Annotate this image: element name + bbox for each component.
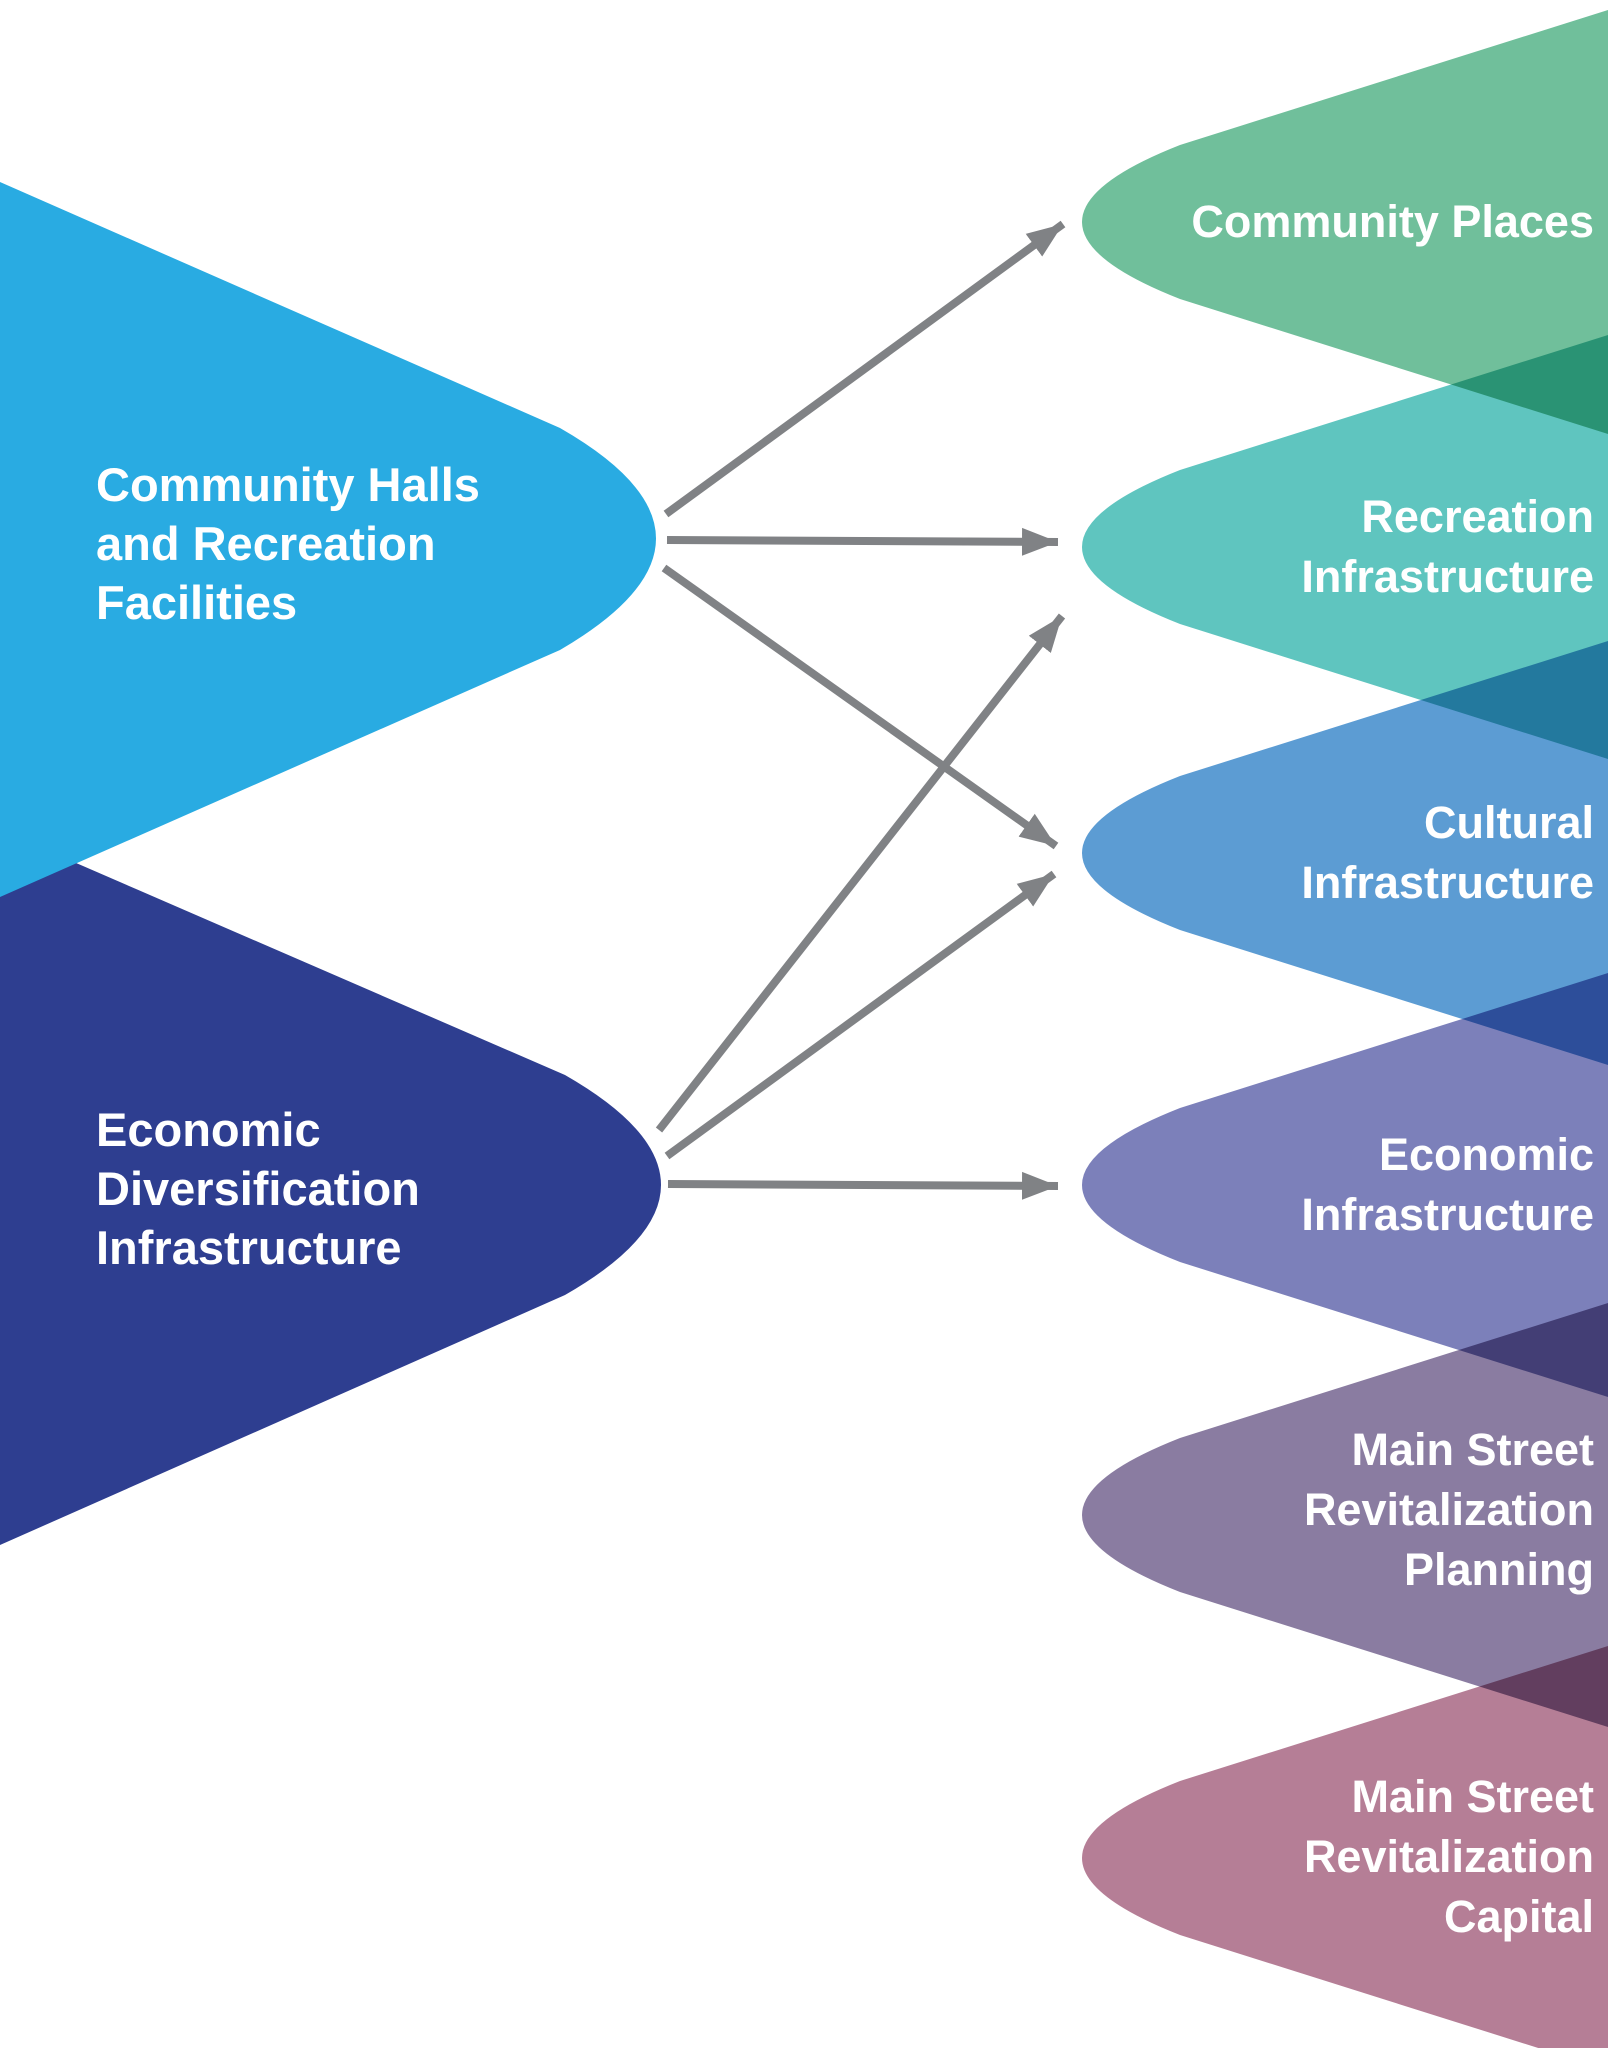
shape-community-places (1082, 10, 1608, 434)
shape-main-street-revitalization-planning (1082, 1303, 1608, 1727)
connector-arrow-6 (667, 1171, 1059, 1200)
target-label-line: Infrastructure (1301, 857, 1594, 908)
target-label-recreation-infrastructure: Recreation Infrastructure (1301, 487, 1594, 607)
target-label-line: Capital (1443, 1891, 1594, 1942)
source-label-line: Facilities (96, 576, 298, 629)
target-label-cultural-infrastructure: Cultural Infrastructure (1301, 793, 1594, 913)
shape-main-street-revitalization-capital (1082, 1646, 1608, 2048)
shape-recreation-infrastructure (1082, 335, 1608, 759)
connector-arrow-1 (663, 220, 1066, 518)
source-label-line: and Recreation (96, 517, 436, 570)
shape-cultural-infrastructure (1082, 641, 1608, 1065)
connector-arrow-2 (666, 527, 1059, 556)
source-label-economic-diversification: Economic Diversification Infrastructure (96, 1100, 420, 1277)
shape-economic-infrastructure (1082, 973, 1608, 1397)
source-label-community-halls: Community Halls and Recreation Facilitie… (96, 455, 480, 632)
shape-economic-diversification-infrastructure (0, 830, 661, 1545)
target-label-line: Main Street (1351, 1424, 1594, 1475)
target-label-line: Revitalization (1303, 1831, 1594, 1882)
target-label-main-street-planning: Main Street Revitalization Planning (1304, 1420, 1594, 1600)
source-label-line: Economic (96, 1103, 321, 1156)
target-label-line: Recreation (1361, 491, 1594, 542)
shape-community-halls-and-recreation-facilities (0, 182, 656, 897)
target-label-line: Planning (1404, 1544, 1594, 1595)
target-label-line: Main Street (1351, 1771, 1594, 1822)
source-label-line: Diversification (96, 1162, 420, 1215)
target-label-line: Revitalization (1303, 1484, 1594, 1535)
connector-arrow-5 (664, 870, 1057, 1160)
target-label-line: Economic (1378, 1129, 1594, 1180)
target-label-line: Community Places (1191, 196, 1594, 247)
connector-arrow-4 (655, 613, 1066, 1133)
target-label-line: Infrastructure (1301, 551, 1594, 602)
target-label-line: Infrastructure (1301, 1189, 1594, 1240)
target-label-economic-infrastructure: Economic Infrastructure (1301, 1125, 1594, 1245)
target-label-community-places: Community Places (1191, 192, 1594, 252)
source-label-line: Community Halls (96, 458, 480, 511)
source-label-line: Infrastructure (96, 1221, 402, 1274)
target-label-line: Cultural (1423, 797, 1594, 848)
target-label-main-street-capital: Main Street Revitalization Capital (1304, 1767, 1594, 1947)
connector-arrow-3 (661, 564, 1059, 850)
